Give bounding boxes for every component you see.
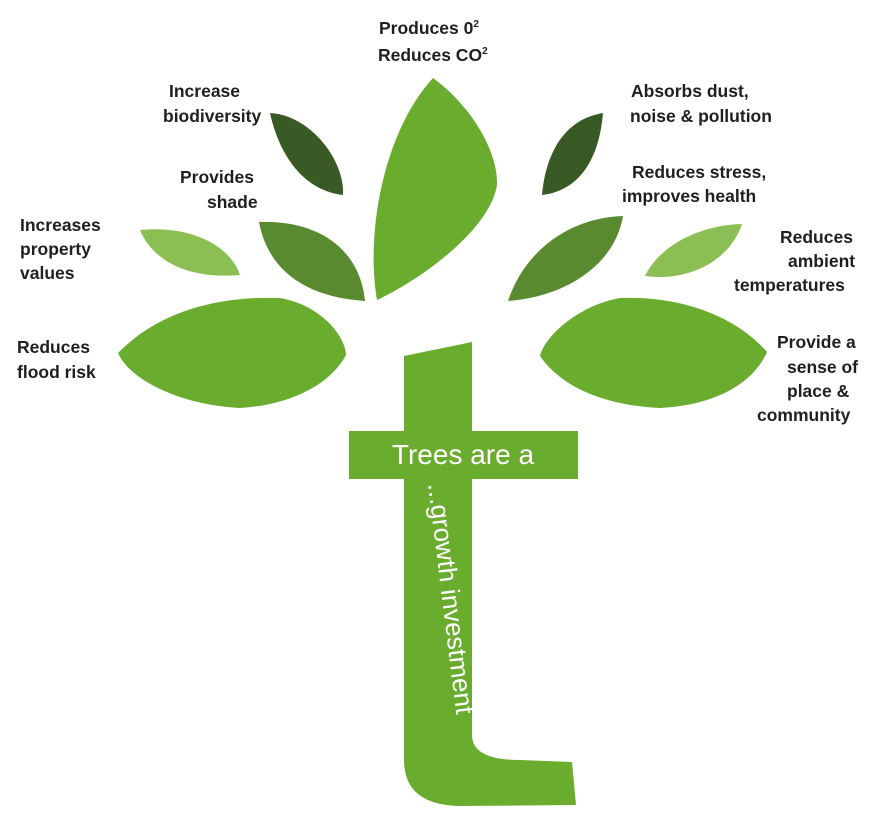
svg-text:Increases: Increases (20, 215, 101, 235)
label-flood: Reduces flood risk (17, 337, 96, 382)
svg-text:sense of: sense of (787, 357, 858, 377)
svg-text:flood risk: flood risk (17, 362, 96, 382)
svg-text:temperatures: temperatures (734, 275, 845, 295)
svg-text:improves health: improves health (622, 186, 756, 206)
svg-text:biodiversity: biodiversity (163, 106, 261, 126)
trunk-t-stem (404, 342, 576, 806)
leaf-top-center (373, 78, 498, 300)
leaf-biodiversity (270, 113, 344, 195)
label-community: Provide a sense of place & community (757, 332, 858, 425)
svg-text:Absorbs dust,: Absorbs dust, (631, 81, 749, 101)
svg-text:community: community (757, 405, 851, 425)
crossbar-text: Trees are a (392, 439, 535, 470)
leaf-stress (508, 216, 623, 301)
svg-text:Produces 02: Produces 02 (379, 18, 479, 38)
svg-text:Provides: Provides (180, 167, 254, 187)
svg-text:noise & pollution: noise & pollution (630, 106, 772, 126)
leaf-flood (118, 297, 346, 408)
svg-text:Reduces: Reduces (17, 337, 90, 357)
label-produces-o2: Produces 02 Reduces CO2 (378, 18, 488, 65)
label-dust: Absorbs dust, noise & pollution (630, 81, 772, 126)
leaf-property (140, 229, 240, 276)
leaf-dust (542, 113, 603, 195)
leaf-shade (259, 221, 365, 301)
label-shade: Provides shade (180, 167, 258, 212)
svg-text:values: values (20, 263, 75, 283)
svg-text:ambient: ambient (788, 251, 855, 271)
label-property: Increases property values (20, 215, 101, 283)
svg-text:place &: place & (787, 381, 850, 401)
svg-text:Reduces: Reduces (780, 227, 853, 247)
label-biodiversity: Increase biodiversity (163, 81, 261, 126)
leaf-temperatures (645, 224, 742, 277)
svg-text:property: property (20, 239, 91, 259)
svg-text:Reduces CO2: Reduces CO2 (378, 45, 488, 65)
svg-text:Provide a: Provide a (777, 332, 856, 352)
leaf-community (540, 297, 767, 408)
trunk-crossbar (349, 431, 578, 479)
svg-text:Reduces stress,: Reduces stress, (632, 162, 766, 182)
svg-text:Increase: Increase (169, 81, 240, 101)
label-stress: Reduces stress, improves health (622, 162, 766, 206)
svg-text:shade: shade (207, 192, 258, 212)
label-temperatures: Reduces ambient temperatures (734, 227, 855, 295)
